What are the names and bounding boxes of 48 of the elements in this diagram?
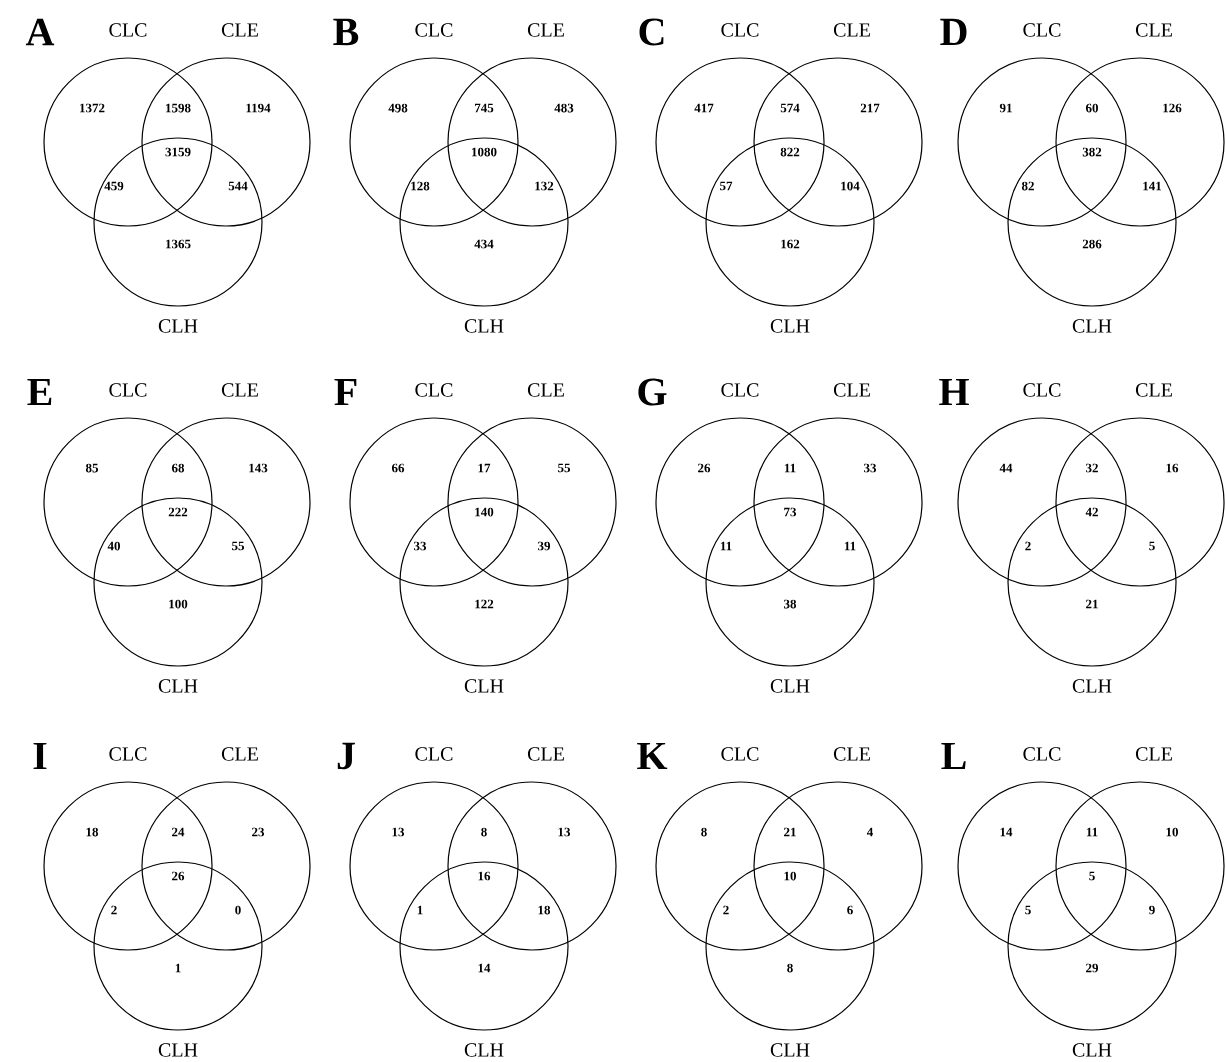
node-label: CLH [158,679,198,693]
panel-letter: K [637,742,668,770]
node-label: CLE [527,23,564,37]
node-label: CLC [721,747,759,761]
panel-letter: L [941,742,966,770]
panel-letter: F [334,378,357,406]
node-label: CLC [109,747,147,761]
node-label: CLE [1135,383,1172,397]
node-label: CLC [109,383,147,397]
node-label: CLH [158,319,198,333]
node-label: CLH [770,1043,810,1057]
node-label: CLC [109,23,147,37]
node-label: CLE [527,383,564,397]
node-label: CLC [721,23,759,37]
node-label: CLC [415,23,453,37]
node-label: CLE [833,383,870,397]
panel-letter: J [337,742,355,770]
node-label: CLC [415,383,453,397]
node-label: CLC [1023,383,1061,397]
node-label: CLE [1135,23,1172,37]
node-label: CLH [464,1043,504,1057]
node-label: CLE [527,747,564,761]
panel-letter: A [25,18,55,46]
node-label: CLH [770,679,810,693]
node-label: CLH [158,1043,198,1057]
panel-letter: H [939,378,969,406]
panel-letter: D [940,18,967,46]
panel-letter: E [27,378,52,406]
node-label: CLE [833,747,870,761]
node-label: CLC [721,383,759,397]
panel-letter: C [639,18,664,46]
node-label: CLH [464,679,504,693]
node-label: CLH [1072,1043,1112,1057]
node-label: CLC [1023,747,1061,761]
node-label: CLE [221,23,258,37]
node-label: CLH [464,319,504,333]
node-label: CLH [770,319,810,333]
node-label: CLE [833,23,870,37]
node-label: CLH [1072,319,1112,333]
panel-letter: G [638,378,667,406]
panel-letter: I [33,742,47,770]
panel-letter: B [333,18,359,46]
node-label: CLE [1135,747,1172,761]
node-label: CLC [415,747,453,761]
node-label: CLH [1072,679,1112,693]
node-label: CLE [221,747,258,761]
node-label: CLE [221,383,258,397]
node-label: CLC [1023,23,1061,37]
